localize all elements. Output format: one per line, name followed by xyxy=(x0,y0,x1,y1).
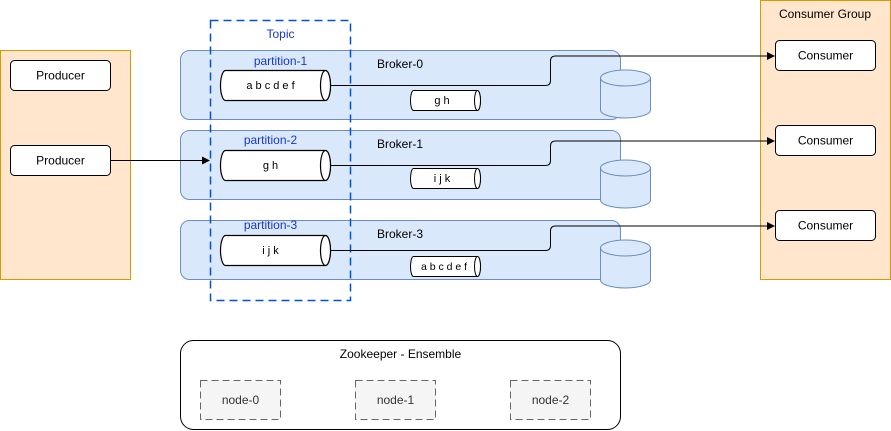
producer-box[interactable]: Producer xyxy=(10,60,111,91)
consumer-label: Consumer xyxy=(798,134,853,148)
producer-label: Producer xyxy=(36,154,85,168)
database-icon xyxy=(600,159,651,209)
topic-frame xyxy=(209,19,352,302)
consumer-box[interactable]: Consumer xyxy=(775,210,876,241)
partition-label: partition-3 xyxy=(244,218,298,232)
database-icon xyxy=(600,239,651,289)
zookeeper-node[interactable]: node-1 xyxy=(355,380,436,420)
partition-label: partition-2 xyxy=(244,133,298,147)
consumer-group-label: Consumer Group xyxy=(779,7,871,21)
partition-log-text: i j k xyxy=(262,245,279,257)
replica-text: i j k xyxy=(434,173,451,185)
broker-label: Broker-0 xyxy=(377,57,423,71)
replica-tube[interactable]: i j k xyxy=(410,168,481,189)
consumer-label: Consumer xyxy=(798,49,853,63)
consumer-label: Consumer xyxy=(798,219,853,233)
partition-log-text: a b c d e f xyxy=(246,80,295,92)
replica-text: a b c d e f xyxy=(421,261,467,273)
partition-to-consumer-arrow xyxy=(330,52,775,86)
partition-to-consumer-arrow xyxy=(330,137,775,166)
zookeeper-label: Zookeeper - Ensemble xyxy=(340,347,462,361)
consumer-box[interactable]: Consumer xyxy=(775,125,876,156)
zookeeper-node-label: node-0 xyxy=(222,393,260,407)
zookeeper-node[interactable]: node-0 xyxy=(200,380,281,420)
consumer-box[interactable]: Consumer xyxy=(775,40,876,71)
partition-log-tube[interactable]: a b c d e f xyxy=(219,69,332,102)
partition-log-text: g h xyxy=(263,160,278,172)
replica-tube[interactable]: a b c d e f xyxy=(410,256,481,277)
partition-log-tube[interactable]: i j k xyxy=(219,234,332,267)
partition-log-tube[interactable]: g h xyxy=(219,149,332,182)
replica-tube[interactable]: g h xyxy=(410,90,481,111)
zookeeper-node-label: node-1 xyxy=(377,393,415,407)
zookeeper-node[interactable]: node-2 xyxy=(510,380,591,420)
database-icon xyxy=(600,69,651,119)
broker-label: Broker-3 xyxy=(377,227,423,241)
replica-text: g h xyxy=(434,95,449,107)
zookeeper-node-label: node-2 xyxy=(532,393,570,407)
topic-label: Topic xyxy=(266,27,294,41)
partition-label: partition-1 xyxy=(254,54,308,68)
broker-label: Broker-1 xyxy=(377,137,423,151)
producer-box[interactable]: Producer xyxy=(10,145,111,176)
producer-label: Producer xyxy=(36,69,85,83)
partition-to-consumer-arrow xyxy=(330,222,775,251)
